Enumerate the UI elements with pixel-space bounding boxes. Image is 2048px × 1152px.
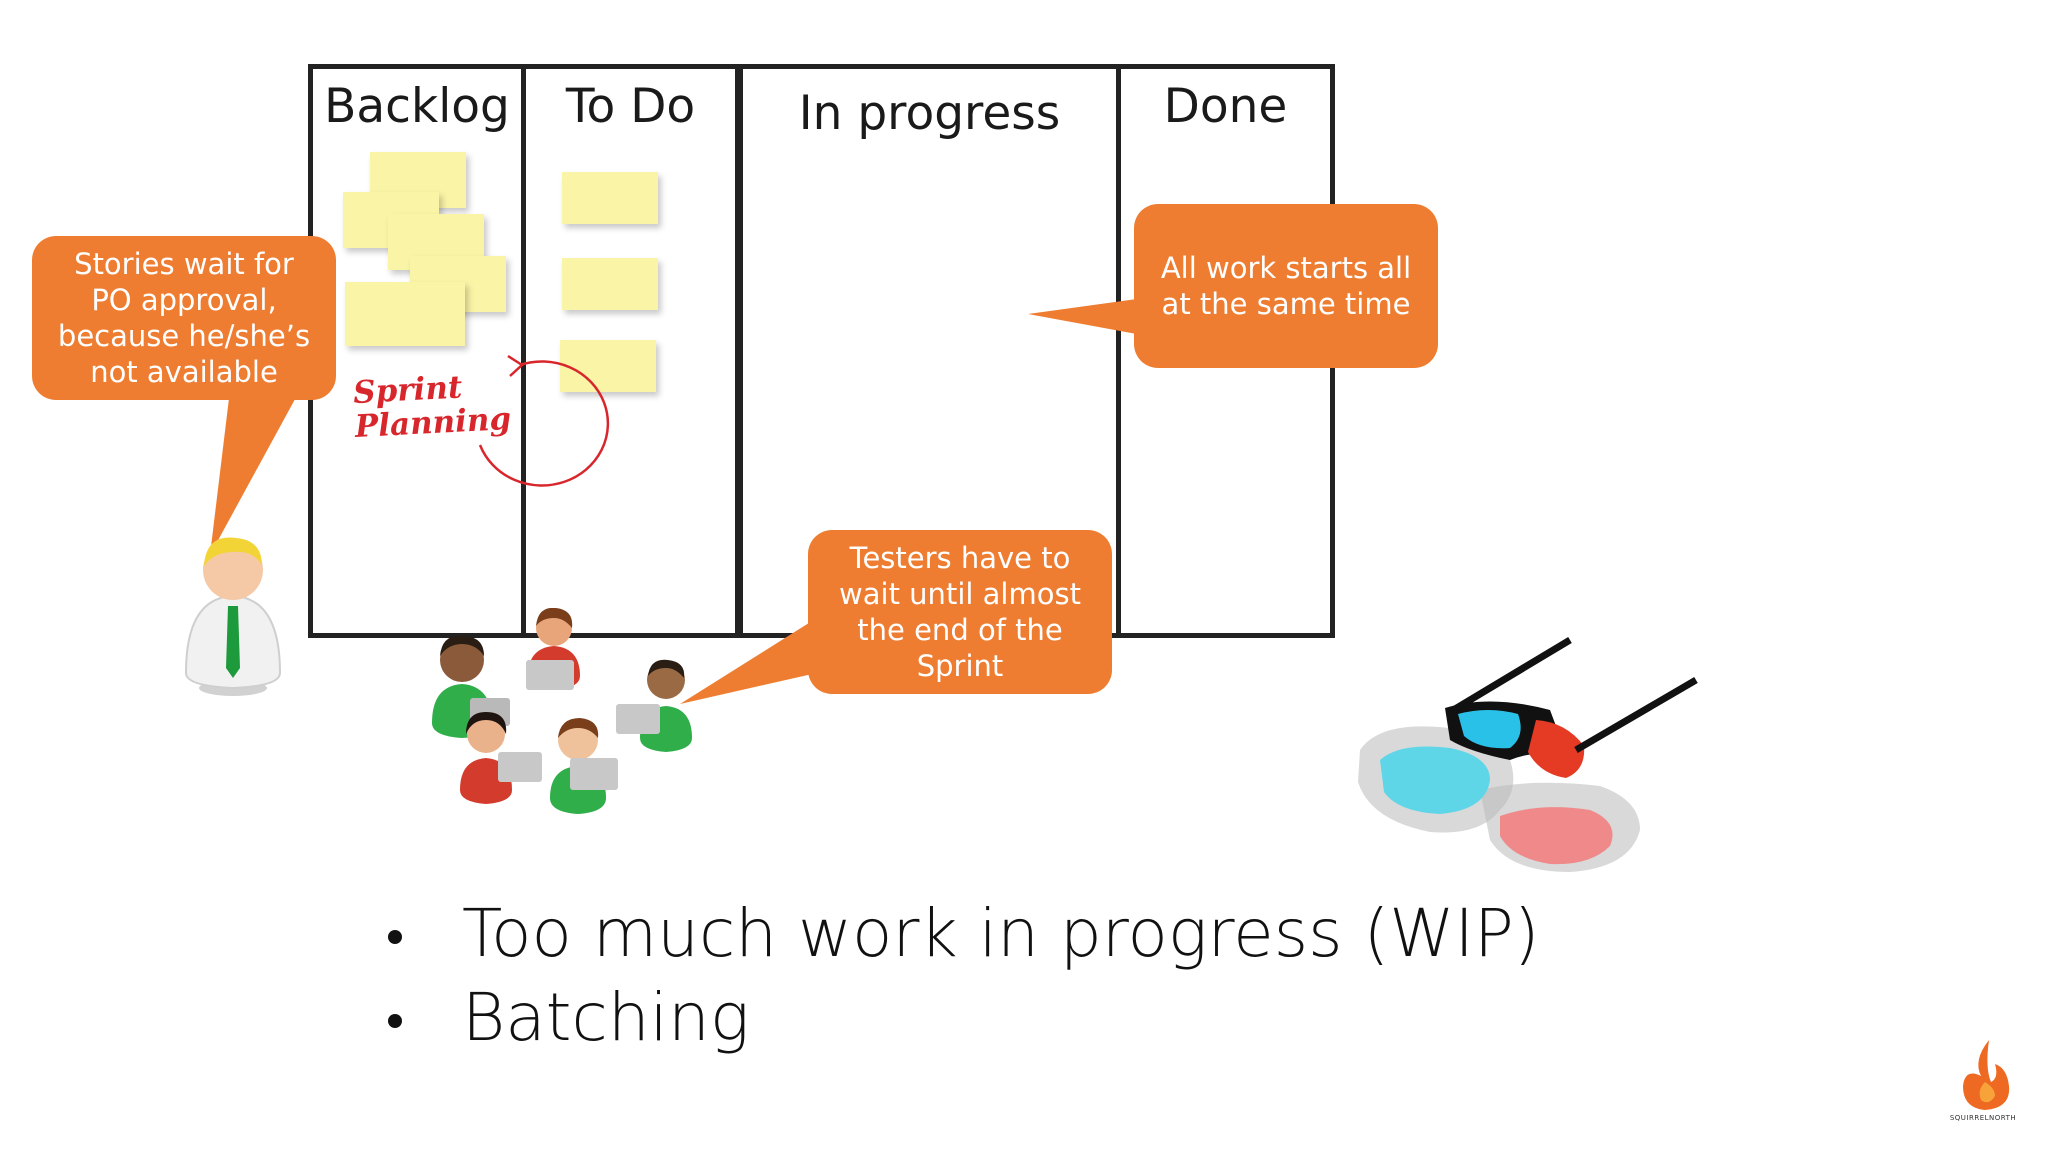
- sprint-planning-label: Sprint Planning: [352, 369, 512, 446]
- column-title-inprogress: In progress: [798, 86, 1061, 141]
- column-title-todo: To Do: [565, 79, 696, 134]
- callout-testers: Testers have to wait until almost the en…: [808, 530, 1112, 694]
- product-owner-icon: [184, 537, 282, 696]
- callout-pointer: [210, 390, 300, 555]
- flame-logo-icon: [1963, 1040, 2010, 1110]
- column-title-done: Done: [1163, 79, 1288, 134]
- bullet-item: Batching: [378, 976, 1540, 1060]
- backlog-sticky-note: [345, 282, 465, 346]
- cycle-arrow-icon: [478, 354, 610, 487]
- callout-pointer: [680, 616, 830, 704]
- callout-pointer: [1028, 296, 1158, 338]
- todo-sticky-note: [560, 340, 656, 392]
- 3d-glasses-icon: [1358, 636, 1698, 872]
- callout-po-approval: Stories wait for PO approval, because he…: [32, 236, 336, 400]
- logo-wordmark: SQUIRRELNORTH: [1949, 1114, 2017, 1122]
- column-title-backlog: Backlog: [324, 79, 510, 134]
- callout-work-starts: All work starts all at the same time: [1134, 204, 1438, 368]
- bullet-item: Too much work in progress (WIP): [378, 892, 1540, 976]
- dev-team-icon: [432, 608, 692, 814]
- todo-sticky-note: [562, 258, 658, 310]
- takeaways-list: Too much work in progress (WIP) Batching: [378, 892, 1540, 1060]
- todo-sticky-note: [562, 172, 658, 224]
